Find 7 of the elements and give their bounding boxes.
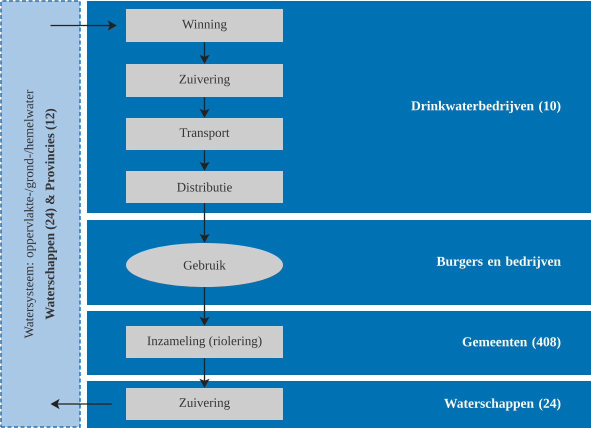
side-panel: Watersysteem: oppervlakte-/grond-/hemelwater Waterschappen (24) & Provincies (12) (0, 0, 81, 428)
process-box: Zuivering (126, 388, 283, 420)
process-box: Distributie (126, 171, 283, 203)
process-box: Zuivering (126, 64, 283, 97)
process-box: Winning (126, 9, 283, 42)
process-box: Transport (126, 118, 283, 150)
process-box: Inzameling (riolering) (126, 326, 283, 358)
